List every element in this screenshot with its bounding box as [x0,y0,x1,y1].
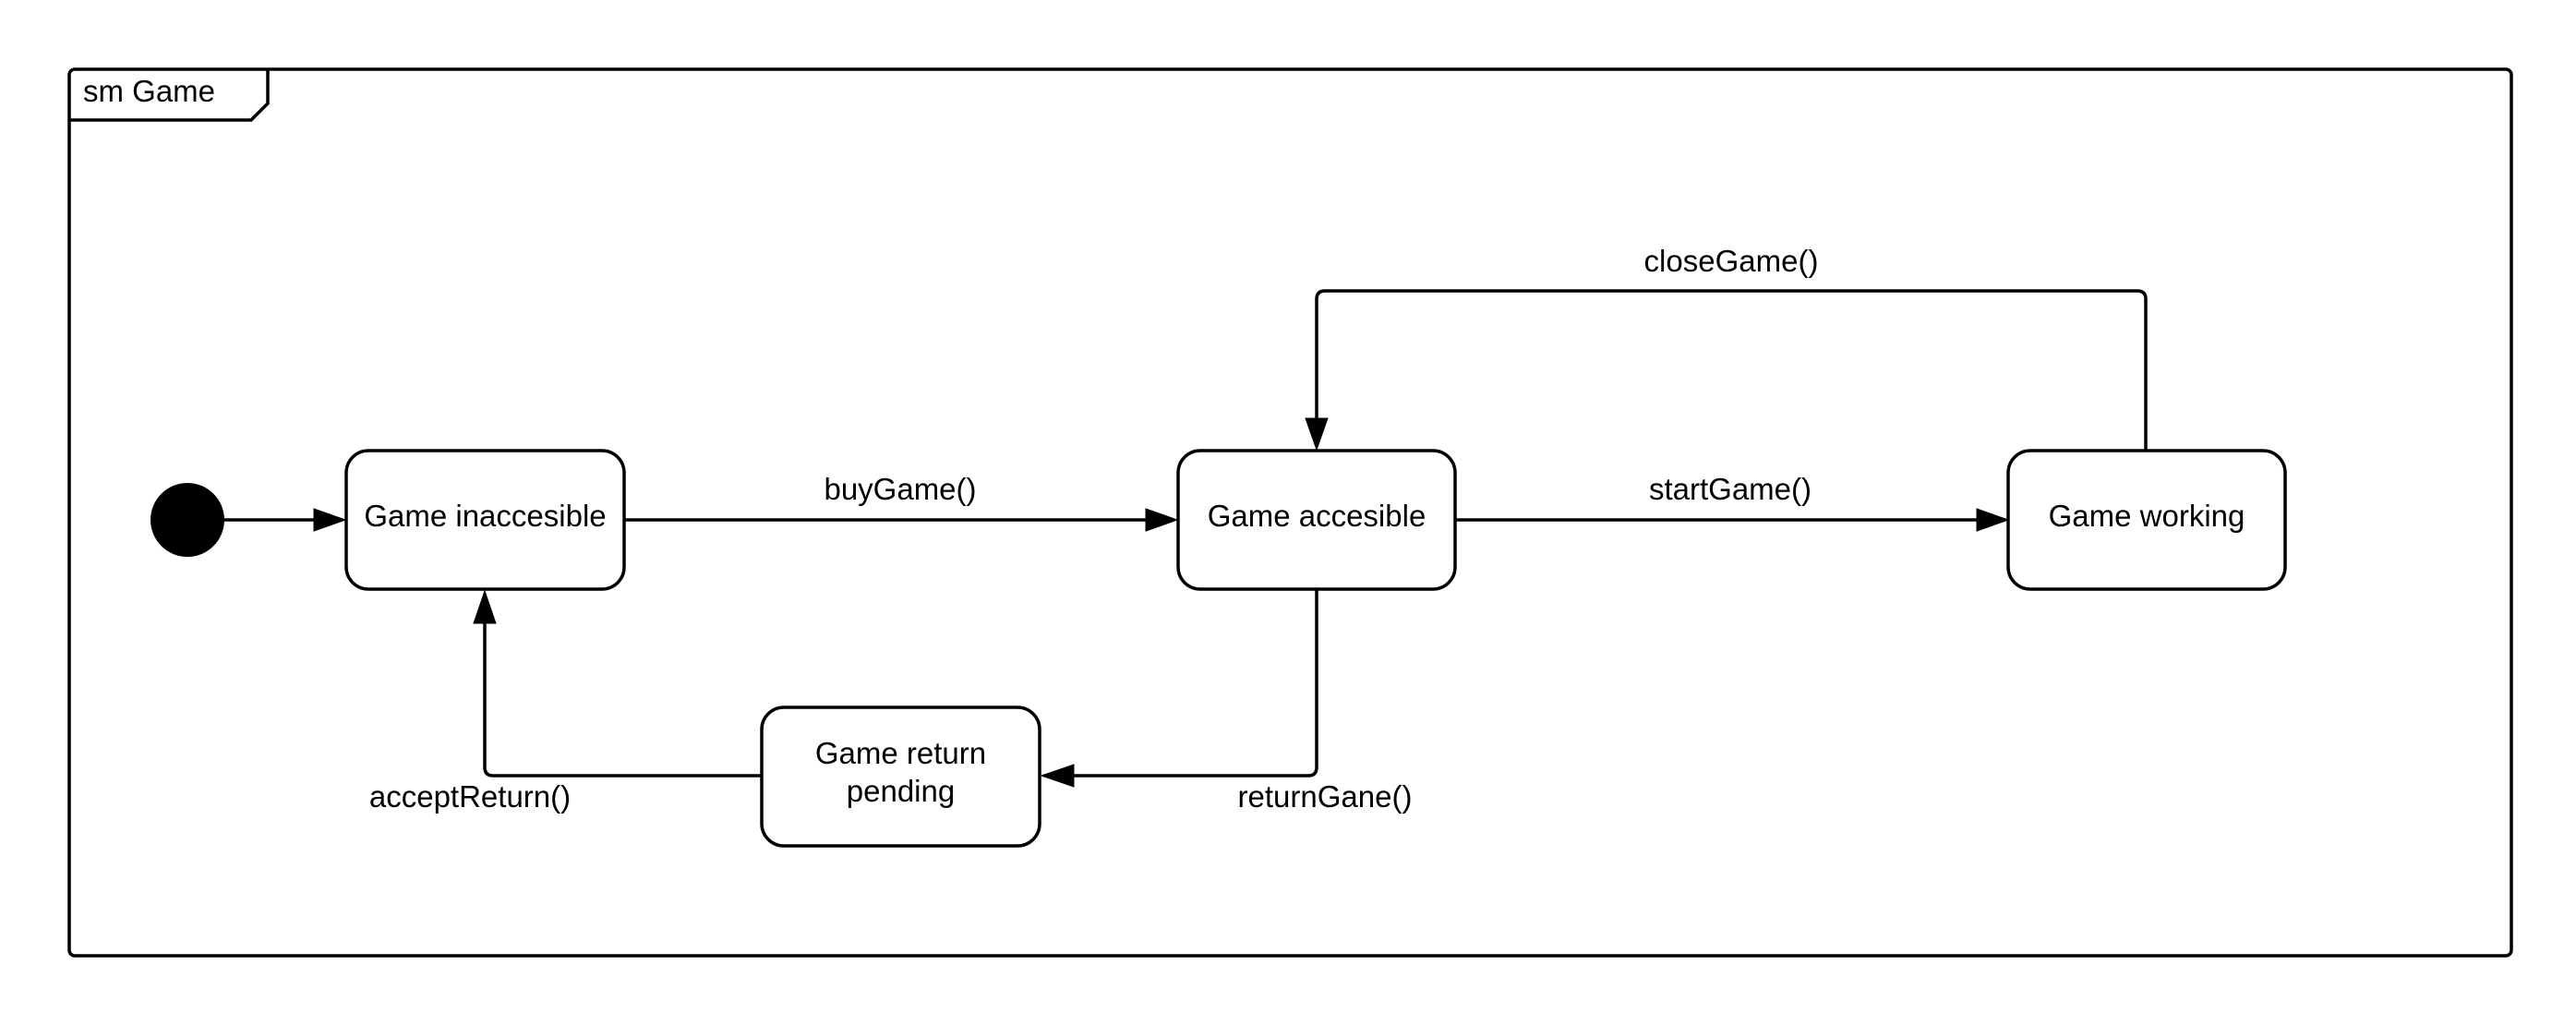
transition-label-close-game: closeGame() [1644,244,1819,278]
arrowhead-start-game [1976,508,2010,532]
state-game-return-pending: Game return pending [760,705,1041,848]
arrowhead-buy-game [1145,508,1179,532]
state-label: Game inaccesible [364,499,606,533]
transition-label-start-game: startGame() [1649,472,1812,506]
initial-node [150,483,224,557]
state-label: Game working [2049,499,2245,533]
arrowhead-initial [313,508,347,532]
arrowhead-accept-return [473,589,497,624]
edge-accept-return [483,623,762,778]
state-game-inaccessible: Game inaccesible [344,449,626,591]
frame [67,67,2513,958]
state-game-working: Game working [2006,449,2287,591]
arrowhead-return-game [1040,764,1075,788]
arrowhead-close-game [1305,417,1329,452]
edge-close-game [1315,289,2148,451]
state-label-line-1: Game return [815,736,986,770]
transition-label-accept-return: acceptReturn() [369,779,571,814]
state-label: Game accesible [1208,499,1426,533]
edge-return-game [1074,589,1318,778]
state-game-accessible: Game accesible [1176,449,1457,591]
transition-label-return-game: returnGane() [1238,779,1413,814]
state-label-line-2: pending [847,774,955,808]
frame-title: sm Game [83,74,215,108]
frame-title-tab [69,69,270,122]
transition-label-buy-game: buyGame() [824,472,976,506]
